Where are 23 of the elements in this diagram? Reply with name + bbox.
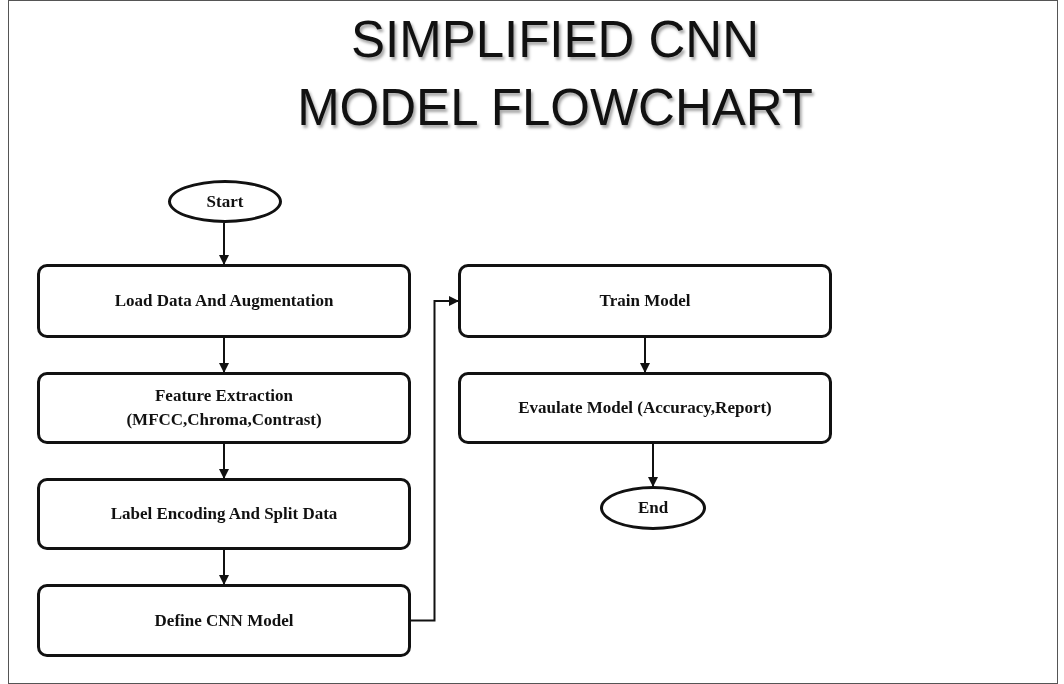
- arrow: [219, 443, 229, 479]
- process-box: [458, 264, 832, 338]
- arrow: [219, 549, 229, 585]
- node-label: Train Model: [599, 290, 691, 312]
- node-label: End: [637, 497, 669, 519]
- process-box: [37, 478, 411, 550]
- arrow: [219, 222, 229, 265]
- process-box: [458, 372, 832, 444]
- arrow: [219, 337, 229, 373]
- node-label: (MFCC,Chroma,Contrast): [126, 409, 322, 431]
- node-label: Start: [206, 190, 244, 213]
- arrow: [648, 443, 658, 487]
- arrow: [410, 296, 459, 622]
- node-label: Evaulate Model (Accuracy,Report): [518, 397, 772, 419]
- title: SIMPLIFIED CNN MODEL FLOWCHART: [296, 10, 814, 138]
- process-box: [37, 264, 411, 338]
- arrow: [640, 337, 650, 373]
- node-label: Load Data And Augmentation: [114, 290, 334, 312]
- process-box: [37, 372, 411, 444]
- process-box: [37, 584, 411, 657]
- node-label: Label Encoding And Split Data: [110, 503, 338, 525]
- node-label: Feature Extraction: [155, 385, 293, 407]
- node-label: Define CNN Model: [154, 609, 294, 632]
